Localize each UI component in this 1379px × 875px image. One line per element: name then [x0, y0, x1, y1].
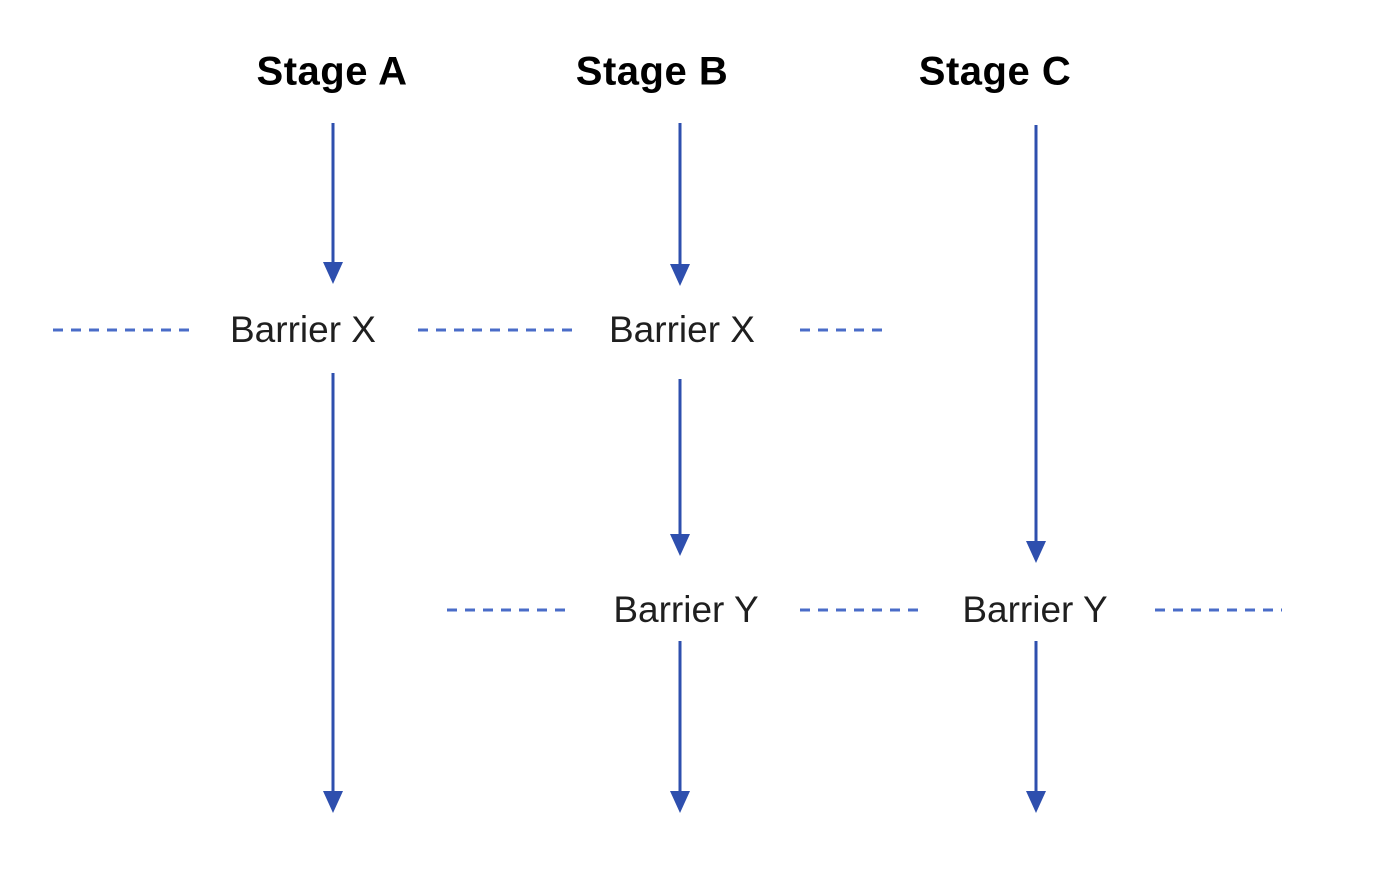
stage-a-label: Stage A — [256, 49, 408, 94]
arrowhead — [670, 264, 690, 286]
arrowhead — [670, 791, 690, 813]
arrowhead — [323, 791, 343, 813]
arrowhead — [1026, 541, 1046, 563]
barrier-x-label-stage-b: Barrier X — [603, 309, 761, 351]
arrowhead — [1026, 791, 1046, 813]
barrier-y-label-stage-c: Barrier Y — [956, 589, 1114, 631]
stage-c-arrow-bottom — [1026, 641, 1046, 813]
stage-b-arrow-bottom — [670, 641, 690, 813]
stage-a-arrow-top — [323, 123, 343, 284]
stage-c-arrow-top — [1026, 125, 1046, 563]
stage-a-arrow-bottom — [323, 373, 343, 813]
stage-c-label: Stage C — [918, 49, 1072, 94]
arrowhead — [323, 262, 343, 284]
barrier-y-label-stage-b: Barrier Y — [607, 589, 765, 631]
stage-b-arrow-top — [670, 123, 690, 286]
stage-b-arrow-middle — [670, 379, 690, 556]
barrier-x-label-stage-a: Barrier X — [224, 309, 382, 351]
arrowhead — [670, 534, 690, 556]
stage-b-label: Stage B — [575, 49, 729, 94]
